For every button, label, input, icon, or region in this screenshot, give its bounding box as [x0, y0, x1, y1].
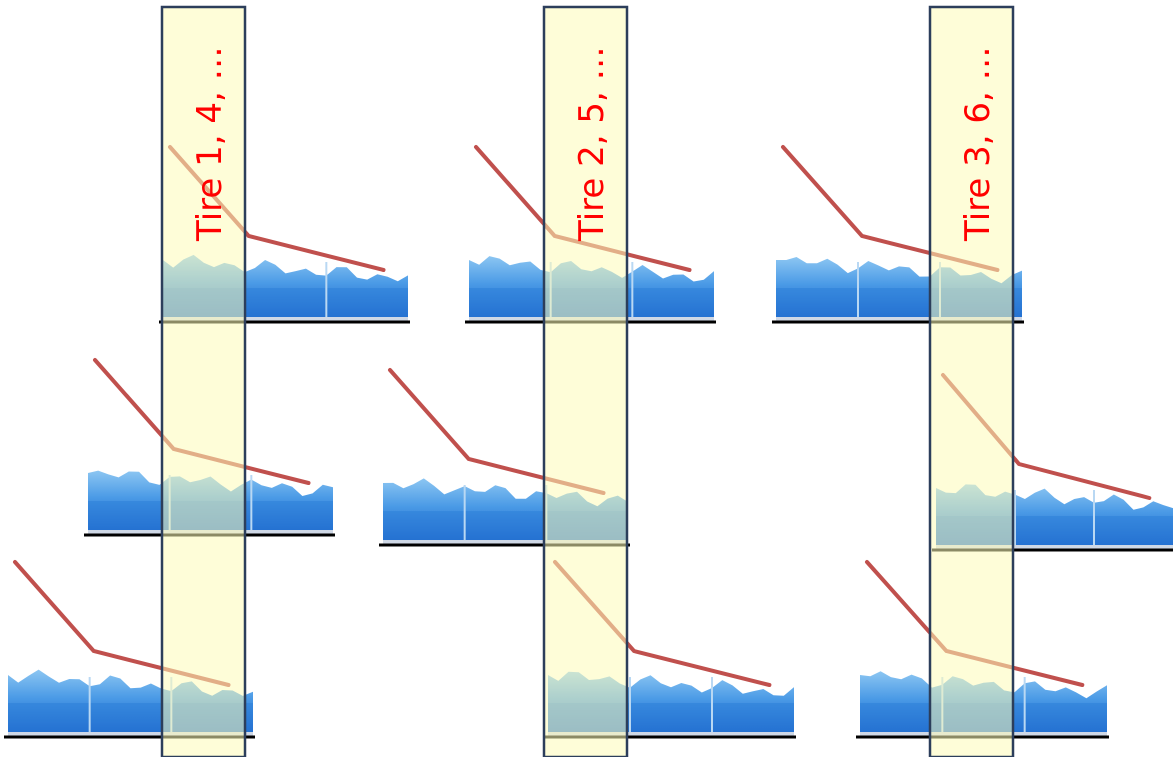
band-2-label: Tire 2, 5, … [572, 46, 612, 242]
tank-base [163, 317, 408, 321]
band-3-label: Tire 3, 6, … [958, 46, 998, 242]
tank-base [8, 732, 253, 736]
tank-base [776, 317, 1022, 321]
band-3 [928, 5, 1015, 757]
band-1-label: Tire 1, 4, … [190, 46, 230, 242]
tank-base [383, 540, 628, 544]
band-2 [542, 5, 629, 757]
tank-base [936, 545, 1173, 549]
highlight-bands: Tire 1, 4, … Tire 2, 5, … Tire 3, 6, … [160, 5, 1015, 757]
tank-base [548, 732, 794, 736]
band-1 [160, 5, 247, 757]
